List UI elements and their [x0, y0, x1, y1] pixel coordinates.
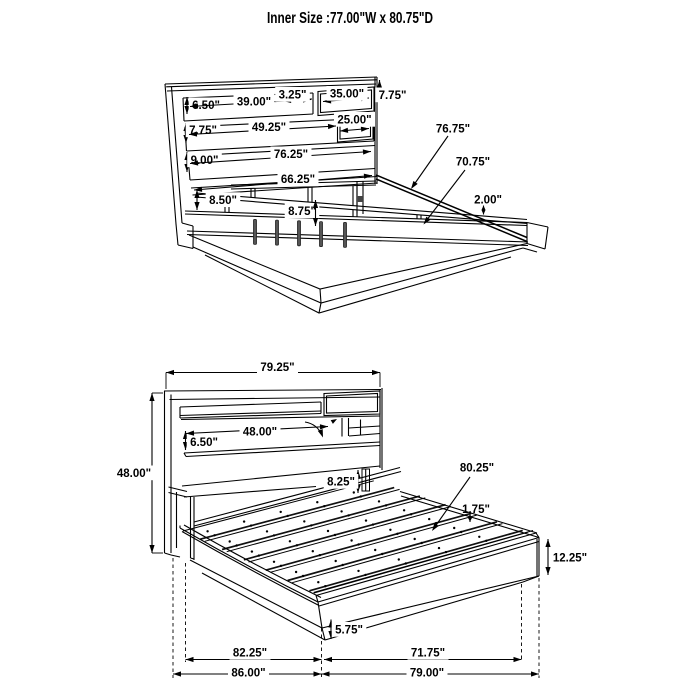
- svg-text:80.25": 80.25": [460, 463, 494, 475]
- svg-text:2.00": 2.00": [474, 194, 502, 206]
- svg-text:48.00": 48.00": [117, 468, 151, 480]
- svg-text:Inner Size :77.00"W x 80.75"D: Inner Size :77.00"W x 80.75"D: [267, 10, 433, 27]
- svg-text:12.25": 12.25": [553, 553, 587, 565]
- svg-text:71.75": 71.75": [411, 648, 445, 660]
- svg-text:70.75": 70.75": [456, 156, 490, 168]
- svg-text:79.25": 79.25": [260, 362, 294, 374]
- svg-text:76.25": 76.25": [274, 149, 308, 161]
- svg-text:86.00": 86.00": [231, 668, 265, 680]
- svg-text:9.00": 9.00": [191, 155, 219, 167]
- svg-text:8.75": 8.75": [288, 206, 316, 218]
- svg-text:35.00": 35.00": [330, 89, 364, 101]
- svg-text:82.25": 82.25": [233, 648, 267, 660]
- svg-text:48.00": 48.00": [243, 427, 277, 439]
- svg-text:79.00": 79.00": [410, 668, 444, 680]
- svg-text:8.50": 8.50": [209, 195, 237, 207]
- svg-text:5.75": 5.75": [335, 625, 363, 637]
- svg-text:6.50": 6.50": [190, 437, 218, 449]
- svg-text:66.25": 66.25": [281, 174, 315, 186]
- svg-text:3.25": 3.25": [279, 90, 307, 102]
- svg-text:7.75": 7.75": [379, 90, 407, 102]
- svg-text:25.00": 25.00": [337, 115, 371, 127]
- svg-text:1.75": 1.75": [462, 504, 490, 516]
- svg-text:49.25": 49.25": [252, 122, 286, 134]
- svg-text:76.75": 76.75": [436, 123, 470, 135]
- svg-text:8.25": 8.25": [327, 477, 355, 489]
- svg-text:39.00": 39.00": [237, 97, 271, 109]
